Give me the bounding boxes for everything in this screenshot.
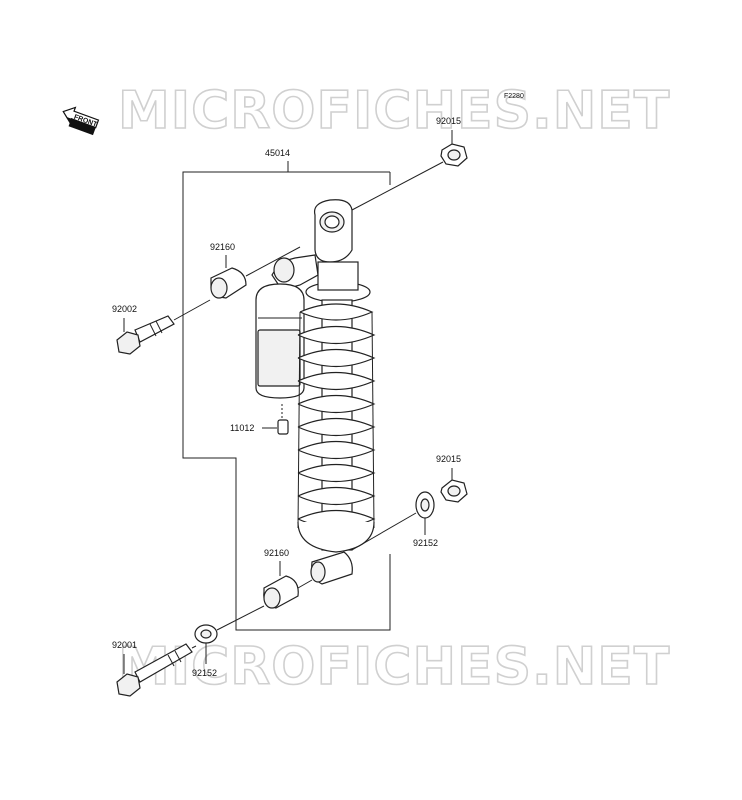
nut-top	[440, 143, 468, 167]
valve	[277, 404, 289, 435]
collar-lower	[263, 575, 299, 609]
label-nut-top: 92015	[436, 116, 461, 126]
lower-eye-sleeve	[310, 551, 353, 585]
label-washer-right: 92152	[413, 538, 438, 548]
shock-absorber	[255, 199, 376, 553]
nut-lower	[440, 479, 468, 503]
watermark-bottom: MICROFICHES.NET	[118, 637, 670, 697]
watermark-top: MICROFICHES.NET	[118, 81, 670, 141]
bolt-lower	[116, 643, 193, 697]
washer-right	[415, 491, 435, 519]
label-valve: 11012	[230, 423, 254, 433]
label-assembly: 45014	[265, 148, 290, 158]
spring-coils	[297, 303, 376, 529]
label-bolt-upper: 92002	[112, 304, 137, 314]
bolt-upper	[116, 315, 175, 355]
label-washer-lower: 92152	[192, 668, 217, 678]
label-collar-lower: 92160	[264, 548, 289, 558]
label-bolt-lower: 92001	[112, 640, 137, 650]
collar-upper	[210, 267, 247, 299]
label-nut-lower: 92015	[436, 454, 461, 464]
washer-lower	[194, 624, 218, 644]
assembly-bracket	[182, 161, 391, 631]
label-collar-upper: 92160	[210, 242, 235, 252]
figure-code: F2280	[504, 93, 524, 100]
front-arrow-icon: FRONT	[62, 106, 100, 136]
